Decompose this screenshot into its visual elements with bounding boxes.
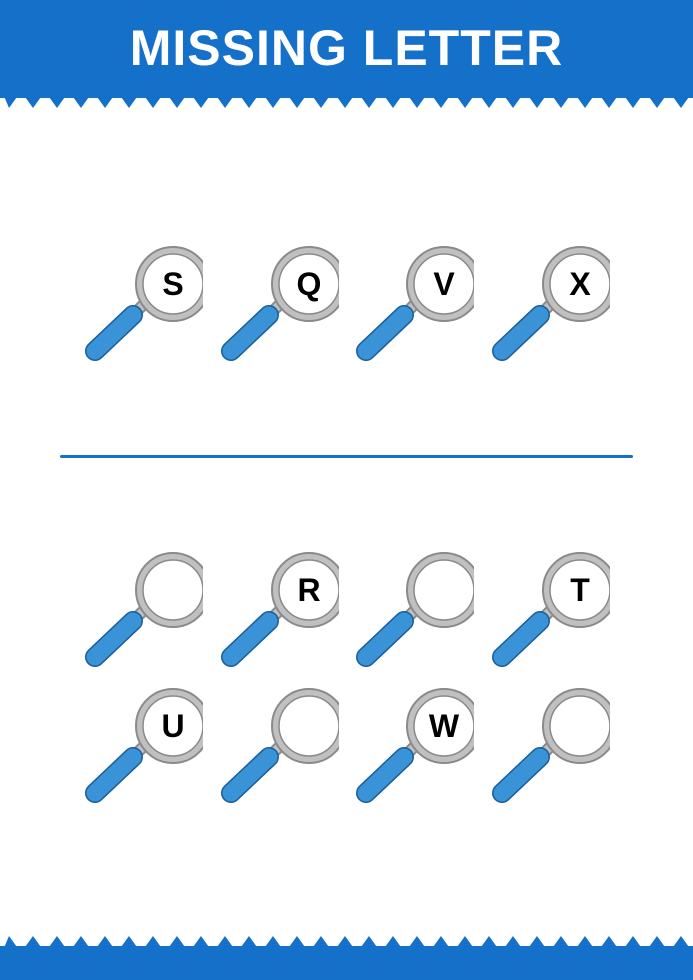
letter-label: T <box>570 572 590 608</box>
magnifier-handle <box>86 612 142 666</box>
puzzle-magnifier-r2-c2[interactable] <box>217 685 339 807</box>
magnifier-lens <box>278 695 339 757</box>
letter-label: V <box>433 266 455 302</box>
magnifier-handle <box>222 748 278 802</box>
magnifying-glass-icon <box>221 552 339 667</box>
magnifier-handle <box>222 612 278 666</box>
blank-letter-slot <box>286 703 332 749</box>
magnifying-glass-icon <box>356 688 474 803</box>
puzzle-magnifier-r2-c4[interactable] <box>488 685 610 807</box>
top-wavy-border <box>0 94 693 108</box>
magnifier-lens <box>413 253 474 315</box>
magnifier-handle <box>357 612 413 666</box>
magnifier-lens <box>413 695 474 757</box>
top-border-scallops <box>0 94 693 108</box>
letter-label: X <box>569 266 591 302</box>
magnifier-handle <box>86 306 142 360</box>
magnifying-glass-icon <box>85 246 203 361</box>
example-magnifier-2: Q <box>217 243 339 365</box>
blank-letter-slot <box>557 703 603 749</box>
puzzle-magnifier-r1-c4: T <box>488 549 610 671</box>
magnifier-handle <box>357 748 413 802</box>
magnifier-handle <box>222 306 278 360</box>
letter-label: Q <box>296 266 322 302</box>
puzzle-magnifier-r1-c2: R <box>217 549 339 671</box>
magnifier-lens <box>549 559 610 621</box>
puzzle-magnifier-r1-c1[interactable] <box>81 549 203 671</box>
puzzle-magnifier-r1-c3[interactable] <box>352 549 474 671</box>
magnifier-lens <box>142 559 203 621</box>
magnifier-lens <box>278 253 339 315</box>
puzzle-magnifier-r2-c1: U <box>81 685 203 807</box>
magnifying-glass-icon <box>85 552 203 667</box>
example-magnifier-1: S <box>81 243 203 365</box>
magnifier-lens <box>142 695 203 757</box>
section-divider <box>60 455 633 458</box>
title-banner: MISSING LETTER <box>0 0 693 96</box>
blank-letter-slot <box>150 567 196 613</box>
bottom-wavy-border <box>0 936 693 980</box>
magnifier-handle <box>493 612 549 666</box>
magnifying-glass-icon <box>221 688 339 803</box>
blank-letter-slot <box>421 567 467 613</box>
magnifier-lens <box>142 253 203 315</box>
bottom-border-scallops <box>0 936 693 980</box>
worksheet-title: MISSING LETTER <box>129 20 564 76</box>
letter-label: U <box>161 708 185 744</box>
puzzle-magnifier-r2-c3: W <box>352 685 474 807</box>
magnifying-glass-icon <box>356 246 474 361</box>
magnifying-glass-icon <box>221 246 339 361</box>
magnifier-lens <box>549 695 610 757</box>
letter-label: S <box>162 266 184 302</box>
magnifier-handle <box>86 748 142 802</box>
magnifier-handle <box>357 306 413 360</box>
magnifying-glass-icon <box>492 688 610 803</box>
magnifying-glass-icon <box>356 552 474 667</box>
magnifier-handle <box>493 748 549 802</box>
magnifier-handle <box>493 306 549 360</box>
example-magnifier-3: V <box>352 243 474 365</box>
magnifying-glass-icon <box>492 552 610 667</box>
magnifying-glass-icon <box>492 246 610 361</box>
magnifier-lens <box>278 559 339 621</box>
magnifier-lens <box>413 559 474 621</box>
magnifier-lens <box>549 253 610 315</box>
magnifying-glass-icon <box>85 688 203 803</box>
letter-label: W <box>428 708 460 744</box>
example-magnifier-4: X <box>488 243 610 365</box>
letter-label: R <box>297 572 321 608</box>
